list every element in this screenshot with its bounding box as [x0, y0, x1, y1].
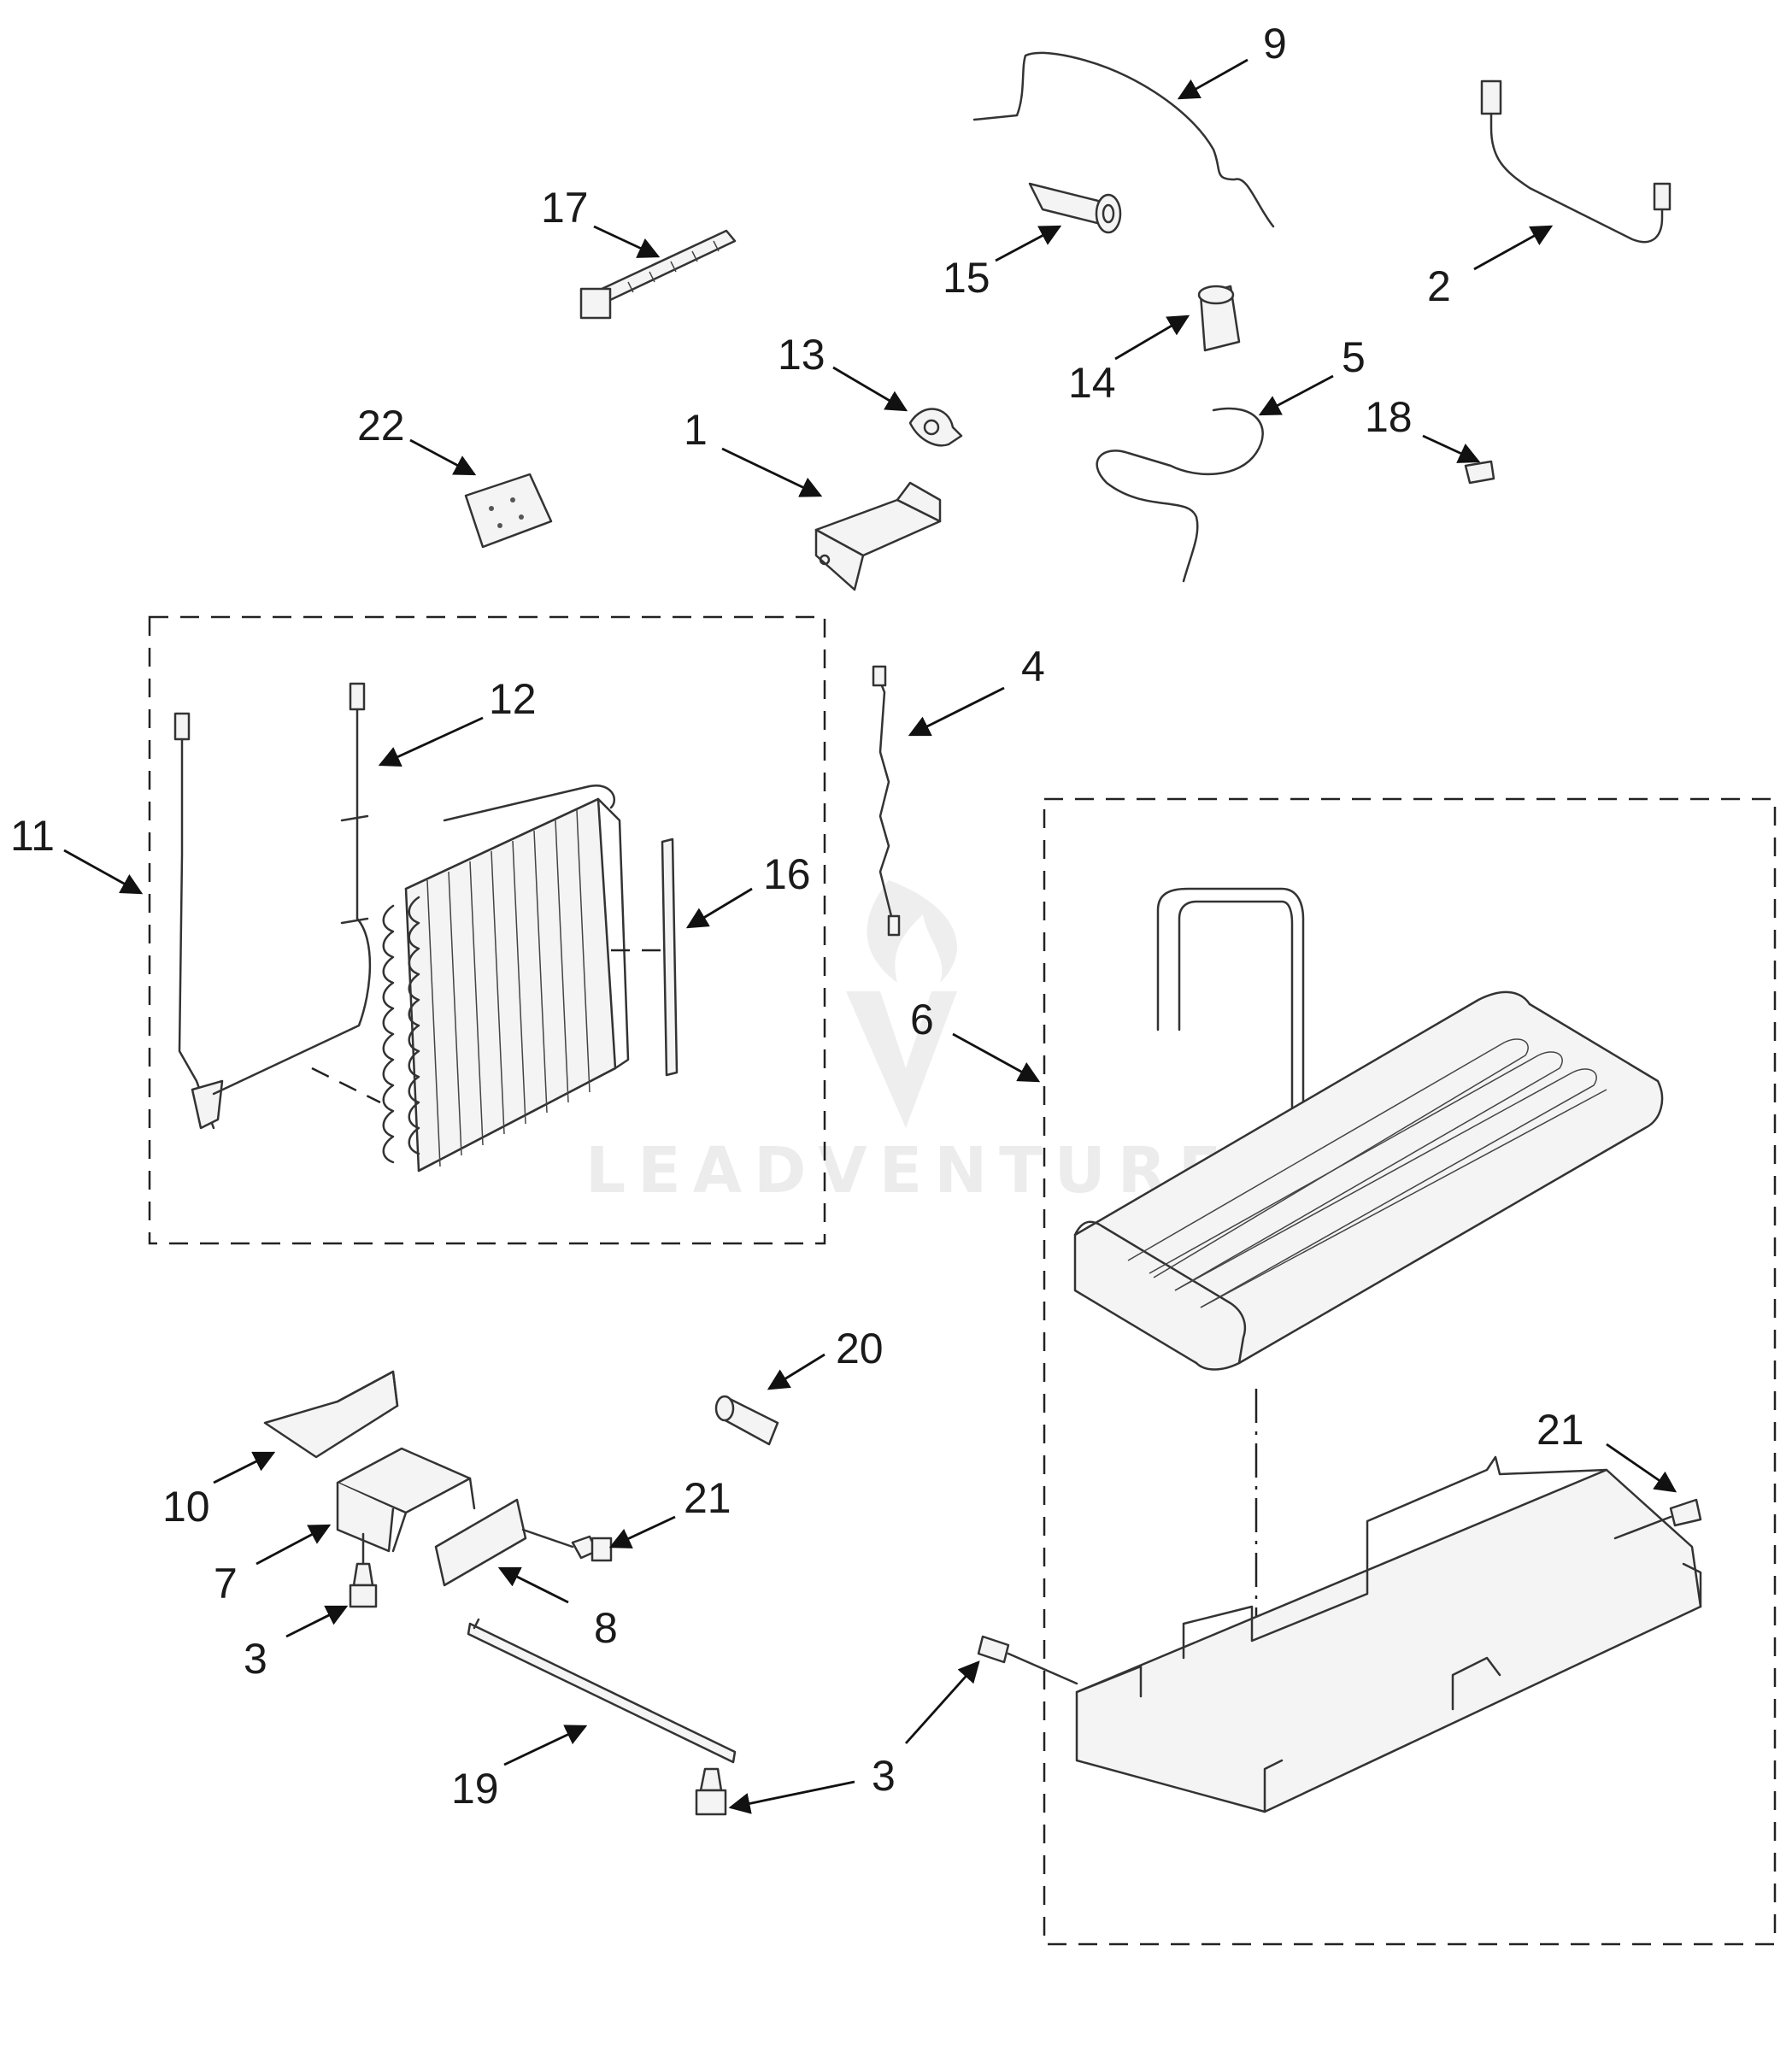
foam-block-part-14 [1197, 285, 1241, 352]
wire-routing-dashes [311, 1067, 381, 1104]
screw-part-3-right [977, 1635, 1078, 1685]
callout-19: 19 [451, 1765, 499, 1813]
callout-12: 12 [489, 675, 537, 723]
callout-21-right: 21 [1536, 1406, 1584, 1454]
screw-part-3-bottom [695, 1767, 727, 1816]
strap-part-16 [611, 837, 679, 1077]
cable-tie-part-17 [579, 229, 737, 320]
callout-16: 16 [763, 850, 811, 898]
evaporator-assembly-box [148, 615, 826, 1245]
evaporator-coil [382, 784, 630, 1172]
foam-sleeve-part-15 [1028, 182, 1122, 234]
tube-part-9 [972, 51, 1275, 228]
callout-13: 13 [778, 331, 825, 379]
callout-15: 15 [943, 254, 990, 302]
callout-3-bottom: 3 [872, 1752, 896, 1800]
sensor-wire-part-11 [173, 712, 224, 1130]
callout-18: 18 [1365, 393, 1413, 441]
callout-10: 10 [162, 1483, 210, 1531]
screw-part-21-mid [571, 1535, 613, 1562]
drain-pan-upper [1073, 990, 1664, 1371]
callout-9: 9 [1263, 20, 1287, 68]
callout-21-mid: 21 [684, 1474, 731, 1522]
screw-part-21-right [1613, 1498, 1702, 1540]
watermark: LEADVENTURE [585, 880, 1233, 1208]
screw-part-3-left [349, 1562, 378, 1608]
callout-17: 17 [541, 184, 589, 232]
callout-4: 4 [1021, 643, 1045, 691]
callout-1: 1 [684, 406, 708, 454]
cover-part-10 [263, 1370, 399, 1459]
clamp-part-13 [908, 408, 963, 447]
callout-3-left: 3 [244, 1635, 267, 1683]
heater-loop [1156, 887, 1305, 1121]
callout-2: 2 [1427, 262, 1451, 310]
callout-6: 6 [910, 996, 934, 1043]
spacer-part-20 [714, 1395, 779, 1446]
tube-part-2 [1489, 79, 1664, 244]
leader-arrows [63, 58, 1677, 1814]
sensor-wire-part-12 [212, 682, 372, 1096]
drain-pan-lower [1075, 1455, 1702, 1813]
bracket-part-1 [814, 481, 942, 591]
callout-22: 22 [357, 402, 405, 450]
screw-link [521, 1528, 574, 1549]
bracket-part-7 [336, 1447, 476, 1553]
watermark-text: LEADVENTURE [585, 1134, 1233, 1208]
rail-part-19 [467, 1618, 737, 1764]
callout-14: 14 [1068, 359, 1116, 407]
plate-part-8 [434, 1498, 527, 1587]
clip-part-18 [1464, 460, 1495, 485]
callout-5: 5 [1342, 333, 1366, 381]
callout-7: 7 [214, 1560, 238, 1607]
drain-pan-assembly-box [1043, 797, 1777, 1946]
callout-11: 11 [10, 812, 55, 860]
callout-20: 20 [836, 1325, 884, 1372]
callout-8: 8 [594, 1604, 618, 1652]
tube-part-5 [1096, 407, 1264, 583]
pad-part-22 [464, 473, 553, 549]
harness-part-4 [872, 665, 901, 937]
